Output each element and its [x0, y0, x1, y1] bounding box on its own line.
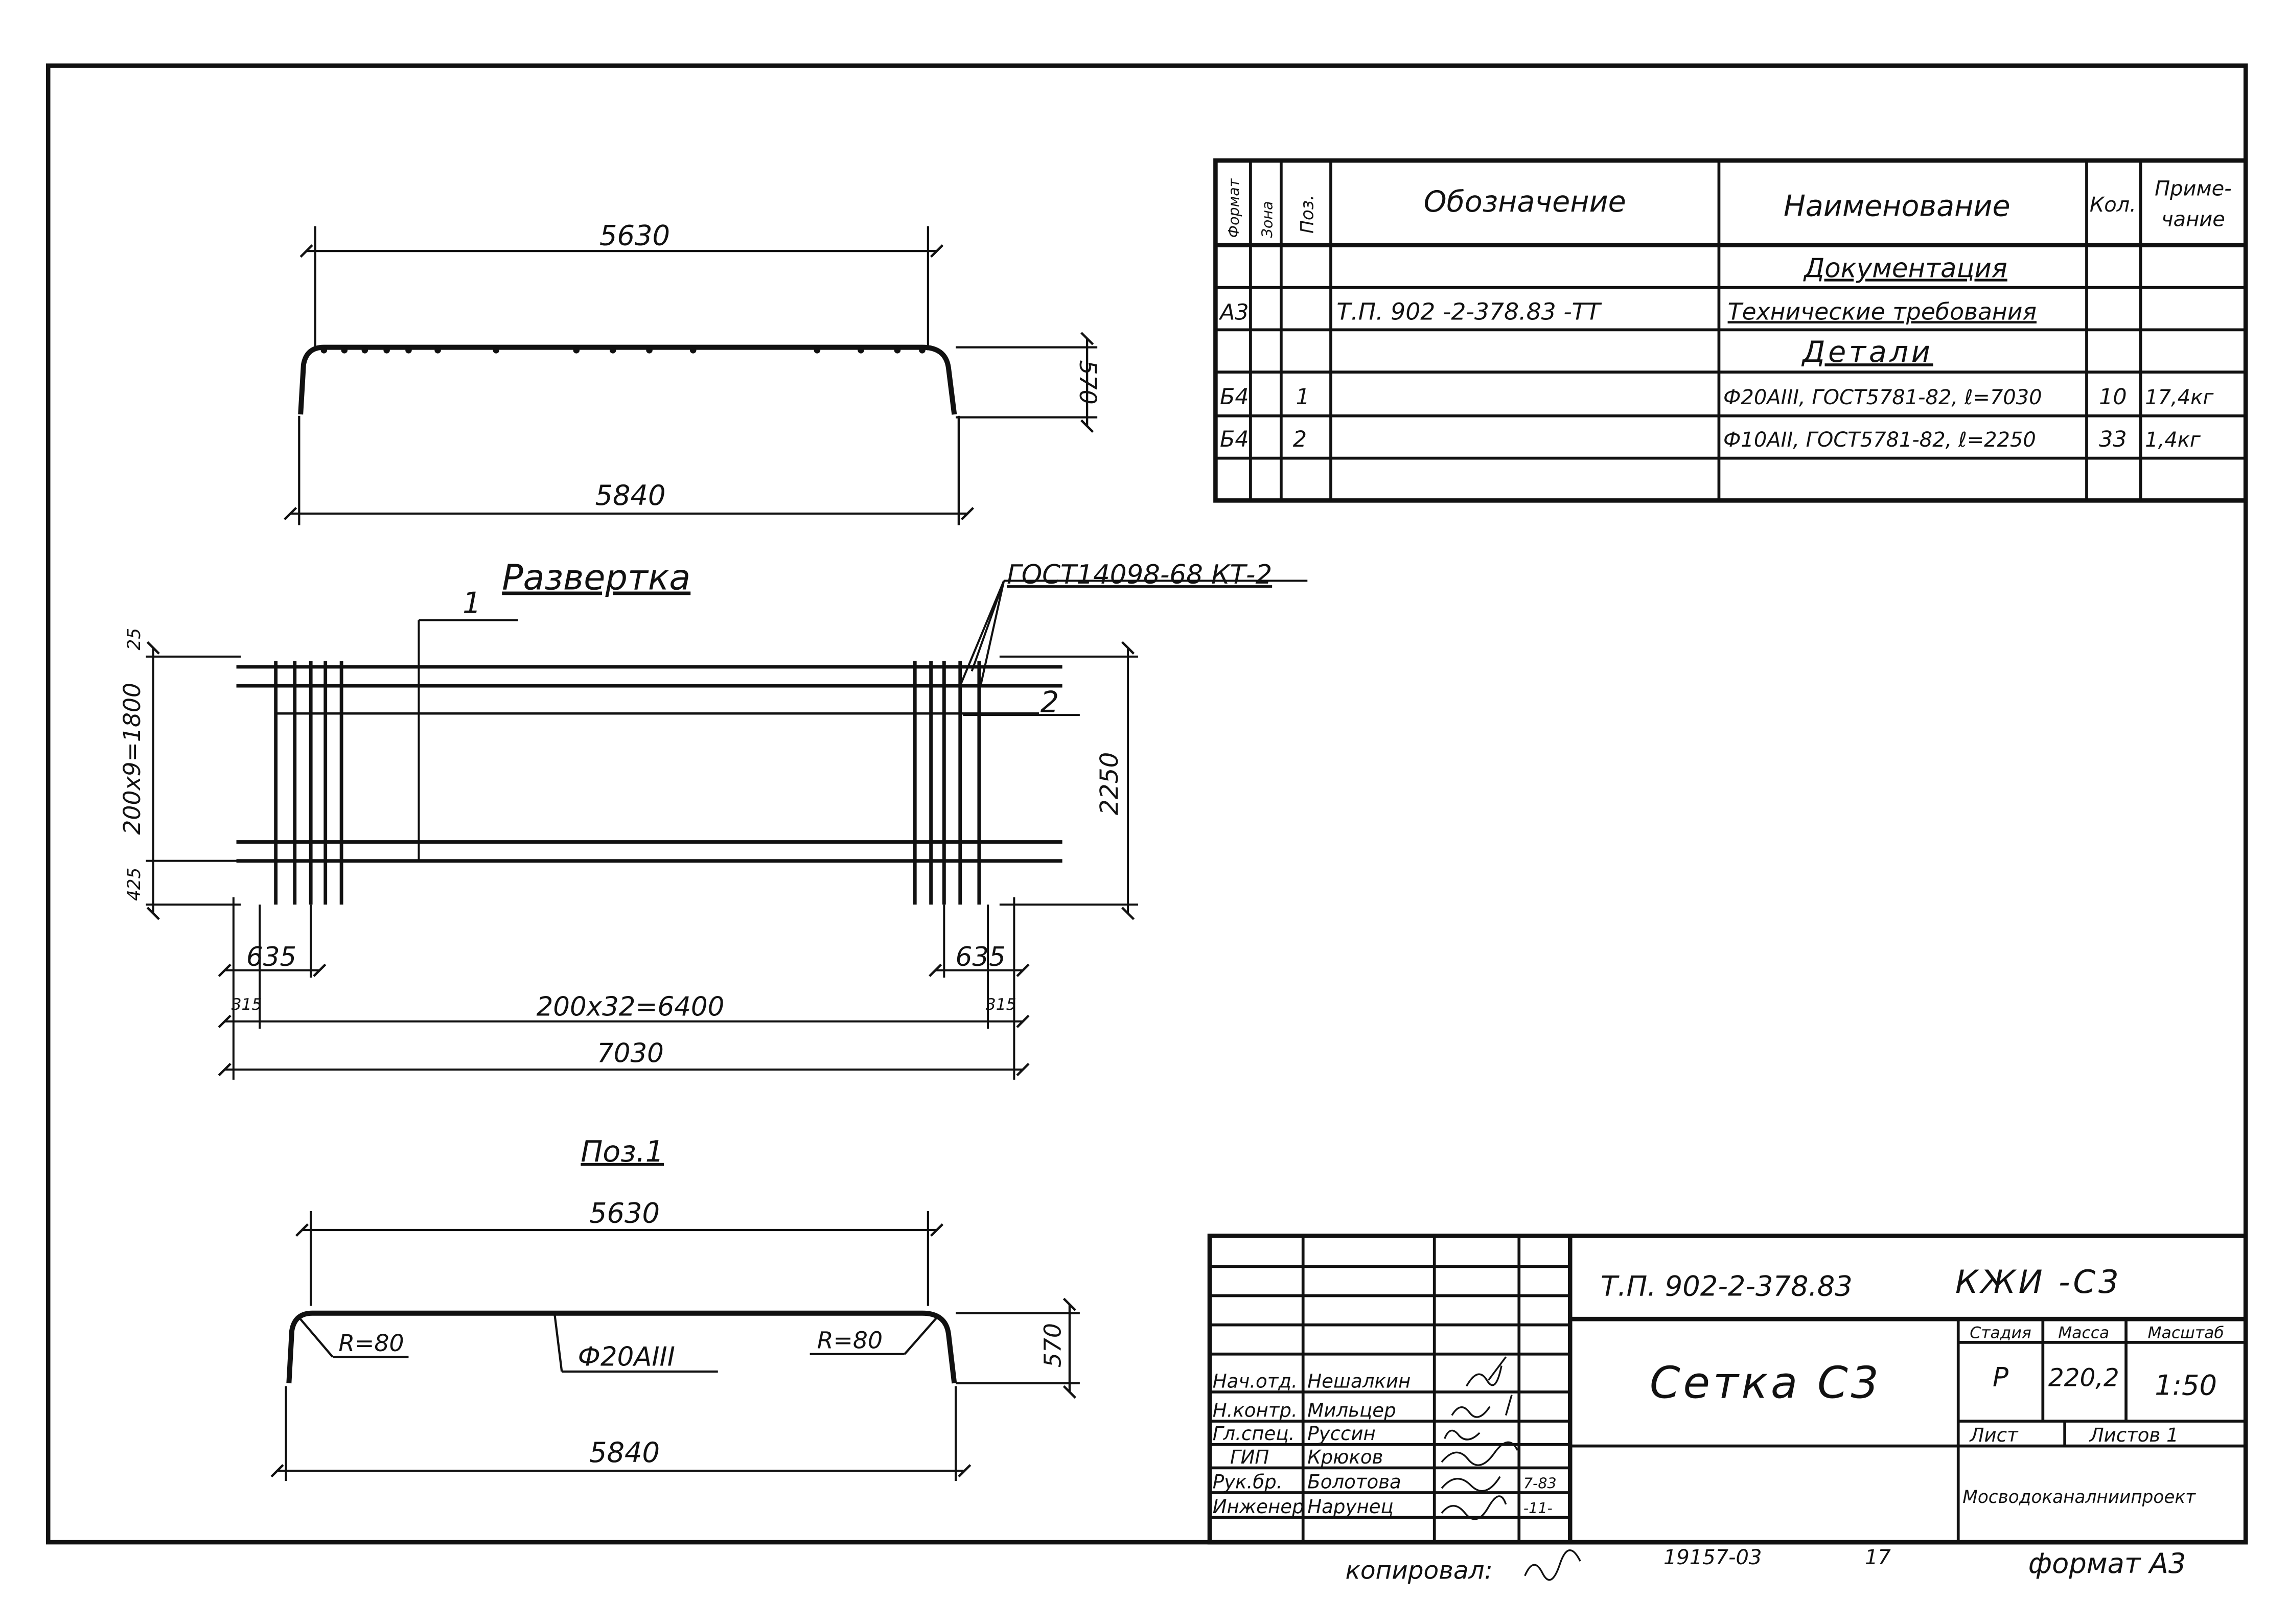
dim-edge-left: 635 — [246, 942, 296, 972]
dim-left-top: 25 — [124, 628, 145, 651]
sheets-label: Листов 1 — [2089, 1424, 2179, 1446]
row-2-format: А3 — [1218, 299, 1249, 325]
pos1-drawing — [270, 1211, 1080, 1481]
dim-left-mid: 200х9=1800 — [119, 683, 146, 835]
row-2-name: Технические требования — [1728, 298, 2037, 325]
row-3-name: Детали — [1801, 335, 1933, 369]
pos1-bent-bar — [286, 1310, 957, 1384]
organization: Мосводоканалниипроект — [1962, 1487, 2196, 1507]
sheet-code: КЖИ -С3 — [1955, 1263, 2122, 1301]
leader-1: 1 — [463, 586, 481, 620]
copied-signature — [1524, 1549, 1581, 1581]
scale-value: 1:50 — [2155, 1370, 2217, 1402]
dim-small-left: 315 — [232, 995, 262, 1014]
pos1-bar-label: Ф20АIII — [578, 1342, 675, 1373]
staff-name: Нешалкин — [1307, 1370, 1411, 1392]
staff-name: Мильцер — [1307, 1399, 1396, 1421]
spec-table — [1213, 158, 2248, 503]
staff-role: Рук.бр. — [1213, 1471, 1283, 1493]
staff-name: Крюков — [1307, 1446, 1383, 1468]
dim-pitch: 200х32=6400 — [537, 991, 725, 1022]
project-code: Т.П. 902-2-378.83 — [1601, 1270, 1853, 1303]
row-5-format: Б4 — [1220, 427, 1249, 452]
pos1-dim-5840: 5840 — [589, 1436, 660, 1469]
pos1-title: Поз.1 — [581, 1135, 664, 1169]
top-dim-5840: 5840 — [595, 479, 665, 512]
dim-left-bottom: 425 — [124, 868, 145, 901]
row-4-qty: 10 — [2099, 384, 2127, 410]
sheet-label: Лист — [1969, 1424, 2019, 1446]
staff-name: Болотова — [1307, 1471, 1401, 1493]
row-4-note: 17,4кг — [2145, 386, 2214, 409]
header-name: Наименование — [1784, 190, 2010, 223]
row-1-name: Документация — [1803, 253, 2007, 284]
staff-role: ГИП — [1230, 1446, 1269, 1468]
unfold-annotations — [146, 579, 1308, 1080]
pos1-dim-570: 570 — [1039, 1323, 1067, 1367]
staff-role: Нач.отд. — [1213, 1370, 1298, 1392]
unfold-mesh — [236, 661, 1062, 905]
row-4-name: Ф20АIII, ГОСТ5781-82, ℓ=7030 — [1723, 386, 2042, 409]
dim-right-2250: 2250 — [1095, 752, 1124, 815]
top-view — [284, 226, 1098, 525]
header-note-line1: Приме- — [2155, 177, 2232, 201]
dim-small-right: 315 — [986, 995, 1016, 1014]
staff-name: Нарунец — [1307, 1496, 1394, 1518]
footer-archive: 19157-03 — [1663, 1546, 1762, 1569]
header-designation: Обозначение — [1424, 185, 1626, 219]
staff-date: 7-83 — [1523, 1474, 1557, 1492]
top-bent-bar — [298, 344, 957, 415]
drawing-title: Сетка С3 — [1650, 1357, 1882, 1408]
header-note-line2: чание — [2161, 208, 2225, 231]
header-zone: Зона — [1259, 201, 1276, 238]
staff-role: Гл.спец. — [1213, 1423, 1295, 1445]
staff-name: Руссин — [1307, 1423, 1376, 1445]
leader-2: 2 — [1041, 685, 1059, 719]
stage-label: Стадия — [1970, 1324, 2031, 1342]
pos1-radius-left: R=80 — [338, 1330, 404, 1357]
header-qty: Кол. — [2090, 193, 2136, 217]
unfold-title: Развертка — [502, 558, 690, 598]
staff-role: Инженер — [1213, 1496, 1304, 1518]
staff-role: Н.контр. — [1213, 1399, 1298, 1421]
top-bar-dots — [320, 347, 926, 354]
header-format: Формат — [1225, 178, 1242, 238]
stage-value: Р — [1993, 1362, 2008, 1393]
footer-format: формат А3 — [2028, 1547, 2186, 1580]
weld-note: ГОСТ14098-68 КТ-2 — [1007, 560, 1272, 590]
row-4-pos: 1 — [1296, 384, 1309, 410]
top-dim-5630: 5630 — [599, 220, 670, 252]
staff-date: -11- — [1523, 1499, 1553, 1517]
row-5-pos: 2 — [1293, 427, 1307, 452]
footer-sheet-no: 17 — [1865, 1546, 1891, 1569]
mass-value: 220,2 — [2048, 1364, 2119, 1393]
footer-copied: копировал: — [1346, 1556, 1493, 1585]
title-block-grid — [1207, 1234, 2248, 1545]
sheet-frame — [45, 63, 2248, 1545]
row-5-note: 1,4кг — [2145, 428, 2201, 452]
pos1-radius-right: R=80 — [817, 1327, 883, 1354]
row-2-designation: Т.П. 902 -2-378.83 -ТТ — [1336, 298, 1602, 325]
row-5-qty: 33 — [2099, 427, 2127, 452]
dim-total: 7030 — [597, 1038, 664, 1069]
scale-label: Масштаб — [2148, 1324, 2224, 1342]
row-4-format: Б4 — [1220, 384, 1249, 410]
top-dim-570: 570 — [1074, 360, 1101, 405]
row-5-name: Ф10АII, ГОСТ5781-82, ℓ=2250 — [1723, 428, 2036, 452]
header-pos: Поз. — [1298, 195, 1318, 234]
dim-edge-right: 635 — [956, 942, 1006, 972]
staff-list: Нач.отд. Нешалкин Н.контр. Мильцер Гл.сп… — [1213, 1370, 1557, 1518]
mass-label: Масса — [2058, 1324, 2109, 1342]
spec-rows: Документация А3 Т.П. 902 -2-378.83 -ТТ Т… — [1218, 253, 2214, 452]
signatures — [1441, 1356, 1518, 1520]
pos1-dim-5630: 5630 — [589, 1197, 660, 1229]
